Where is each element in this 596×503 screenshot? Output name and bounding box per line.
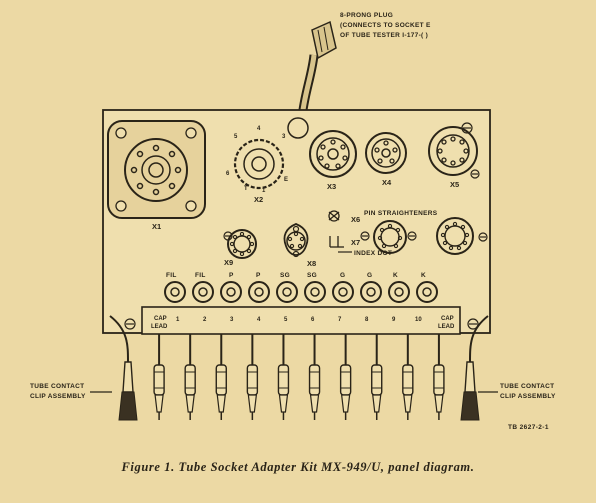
jacks <box>164 281 438 303</box>
lead-clip-9 <box>402 334 414 420</box>
socket-x6 <box>328 210 340 222</box>
lead-clip-7 <box>339 334 352 420</box>
socket-x8 <box>283 223 309 258</box>
x2-pin-t: T <box>244 186 248 192</box>
jack-k-2 <box>416 281 438 303</box>
lead-clip-8 <box>371 334 383 420</box>
jack-label-k-1: K <box>393 272 398 279</box>
cap-lead-clip <box>460 315 489 421</box>
socket-x7 <box>329 236 344 248</box>
x2-pin-6: 6 <box>226 171 230 177</box>
x2-pin-4: 4 <box>257 126 261 132</box>
lead-label-6: 6 <box>311 317 315 323</box>
lead-labels: CAP LEAD 1 2 3 4 5 6 7 8 9 10 CAP LEAD <box>151 316 455 330</box>
socket-x2 <box>233 138 285 190</box>
x2-pin-e: E <box>284 177 288 183</box>
x2-pin-1: 1 <box>262 188 266 194</box>
plug-note-line-1: 8-PRONG PLUG <box>340 12 393 19</box>
lead-label-5: 5 <box>284 317 288 323</box>
figure-caption: Figure 1. Tube Socket Adapter Kit MX-949… <box>121 460 475 474</box>
label-x1: X1 <box>152 222 161 231</box>
lead-strip <box>141 306 461 335</box>
figure-reference: TB 2627-2-1 <box>508 424 549 431</box>
clip-right-line-2: CLIP ASSEMBLY <box>500 393 556 400</box>
jack-g-1 <box>332 281 354 303</box>
label-x3: X3 <box>327 182 336 191</box>
jack-labels: FIL FIL P P SG SG G G K K <box>166 272 426 279</box>
lead-clip-1 <box>153 334 165 420</box>
lead-clip-3 <box>215 334 227 420</box>
socket-x4 <box>365 132 407 174</box>
label-x5: X5 <box>450 180 459 189</box>
plug-note-line-3: OF TUBE TESTER I-177-( ) <box>340 32 428 39</box>
lead-clip-2 <box>184 334 196 420</box>
x2-pin-labels: 5 4 3 6 T 1 E <box>226 126 288 194</box>
jack-p-2 <box>248 281 270 303</box>
lead-label-2: 2 <box>203 317 207 323</box>
label-x2: X2 <box>254 195 263 204</box>
lead-label-10: 10 <box>415 317 422 323</box>
lead-clip-6 <box>308 334 321 420</box>
label-x6: X6 <box>351 215 360 224</box>
jack-fil-2 <box>192 281 214 303</box>
lead-label-4: 4 <box>257 317 261 323</box>
label-x8: X8 <box>307 259 316 268</box>
lead-label-cap-left-1: CAP <box>154 316 167 322</box>
clip-left-line-2: CLIP ASSEMBLY <box>30 393 86 400</box>
jack-k-1 <box>388 281 410 303</box>
clip-right-line-1: TUBE CONTACT <box>500 383 554 390</box>
label-x4: X4 <box>382 178 392 187</box>
jack-label-sg-2: SG <box>307 272 317 279</box>
socket-x9 <box>227 229 257 259</box>
index-dot-label: INDEX DOT <box>354 250 392 257</box>
jack-label-g-1: G <box>340 272 345 279</box>
cap-lead-clip <box>109 315 138 421</box>
lead-label-cap-right-1: CAP <box>441 316 454 322</box>
lead-clip-10 <box>433 334 445 420</box>
lead-label-cap-left-2: LEAD <box>151 324 168 330</box>
label-x7: X7 <box>351 238 360 247</box>
lead-label-3: 3 <box>230 317 234 323</box>
jack-label-g-2: G <box>367 272 372 279</box>
jack-sg-2 <box>304 281 326 303</box>
lead-label-cap-right-2: LEAD <box>438 324 455 330</box>
jack-label-fil-1: FIL <box>166 272 177 279</box>
jack-p-1 <box>220 281 242 303</box>
plug-icon <box>311 20 337 60</box>
clip-left-line-1: TUBE CONTACT <box>30 383 84 390</box>
jack-label-sg-1: SG <box>280 272 290 279</box>
lead-clip-5 <box>277 334 290 420</box>
socket-x5 <box>428 126 478 176</box>
label-x9: X9 <box>224 258 233 267</box>
socket-x1 <box>107 120 206 219</box>
pin-straighteners-label: PIN STRAIGHTENERS <box>364 210 438 217</box>
jack-g-2 <box>360 281 382 303</box>
lead-label-8: 8 <box>365 317 369 323</box>
x2-pin-5: 5 <box>234 134 238 140</box>
jack-fil-1 <box>164 281 186 303</box>
lead-clip-4 <box>246 334 259 420</box>
lead-label-1: 1 <box>176 317 180 323</box>
jack-label-k-2: K <box>421 272 426 279</box>
lead-label-7: 7 <box>338 317 342 323</box>
jack-label-p-2: P <box>256 272 261 279</box>
pin-straightener-9 <box>436 217 474 255</box>
socket-x3 <box>287 117 357 178</box>
plug-note-line-2: (CONNECTS TO SOCKET E <box>340 22 431 29</box>
jack-label-fil-2: FIL <box>195 272 206 279</box>
lead-label-9: 9 <box>392 317 396 323</box>
test-leads <box>109 315 489 421</box>
pin-straightener-7 <box>373 220 407 254</box>
x2-pin-3: 3 <box>282 134 286 140</box>
jack-sg-1 <box>276 281 298 303</box>
jack-label-p-1: P <box>229 272 234 279</box>
